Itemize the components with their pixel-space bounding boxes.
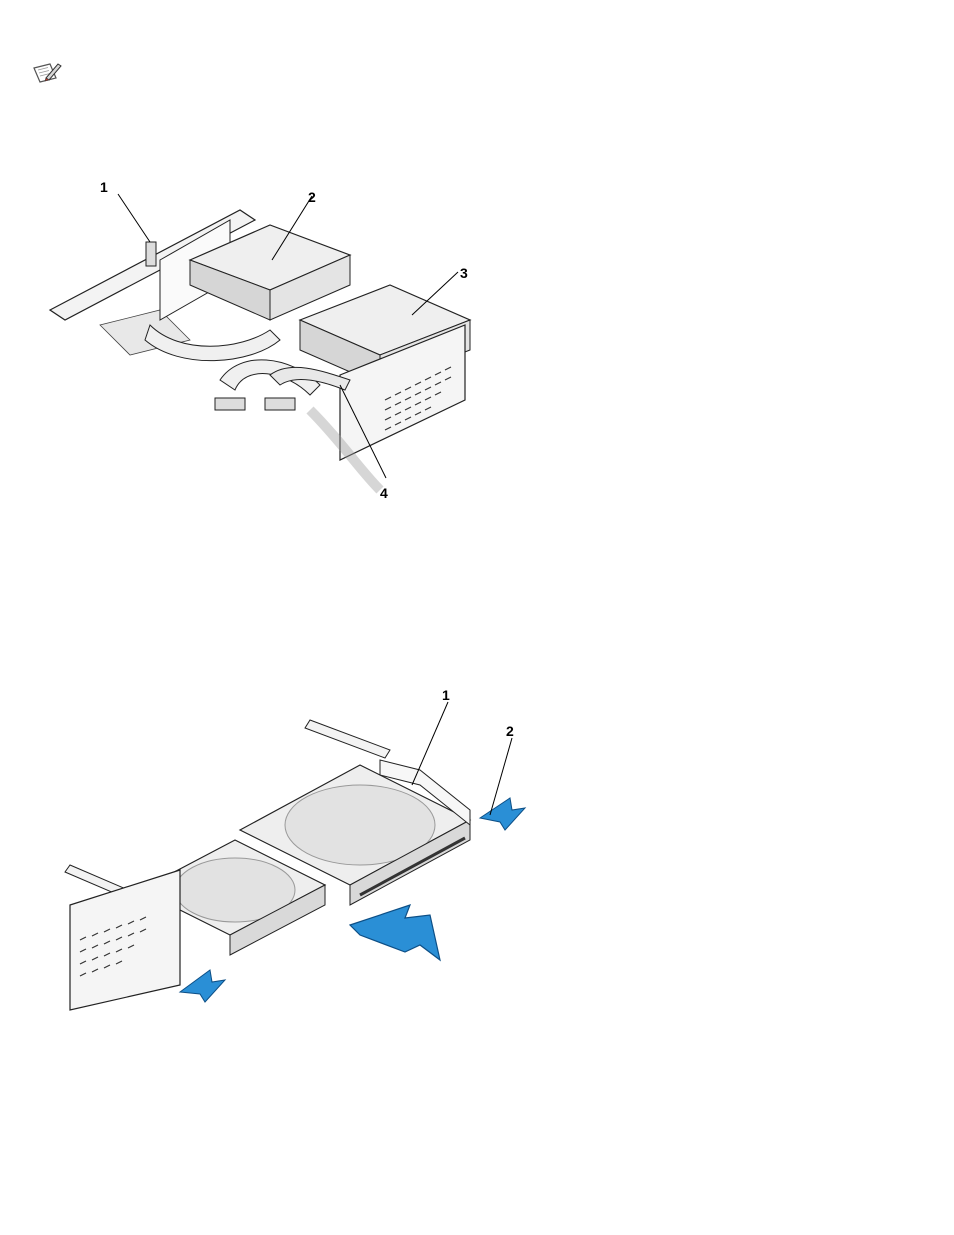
callout-2: 2 bbox=[506, 723, 514, 739]
callout-3: 3 bbox=[460, 265, 468, 281]
callout-1: 1 bbox=[442, 690, 450, 703]
drive-removal-illustration: 1 2 bbox=[60, 690, 540, 1030]
callout-4: 4 bbox=[380, 485, 388, 501]
callout-2: 2 bbox=[308, 189, 316, 205]
drive-cables-illustration: 1 2 3 4 bbox=[40, 180, 500, 510]
note-pencil-icon bbox=[32, 60, 64, 86]
callout-1: 1 bbox=[100, 180, 108, 195]
